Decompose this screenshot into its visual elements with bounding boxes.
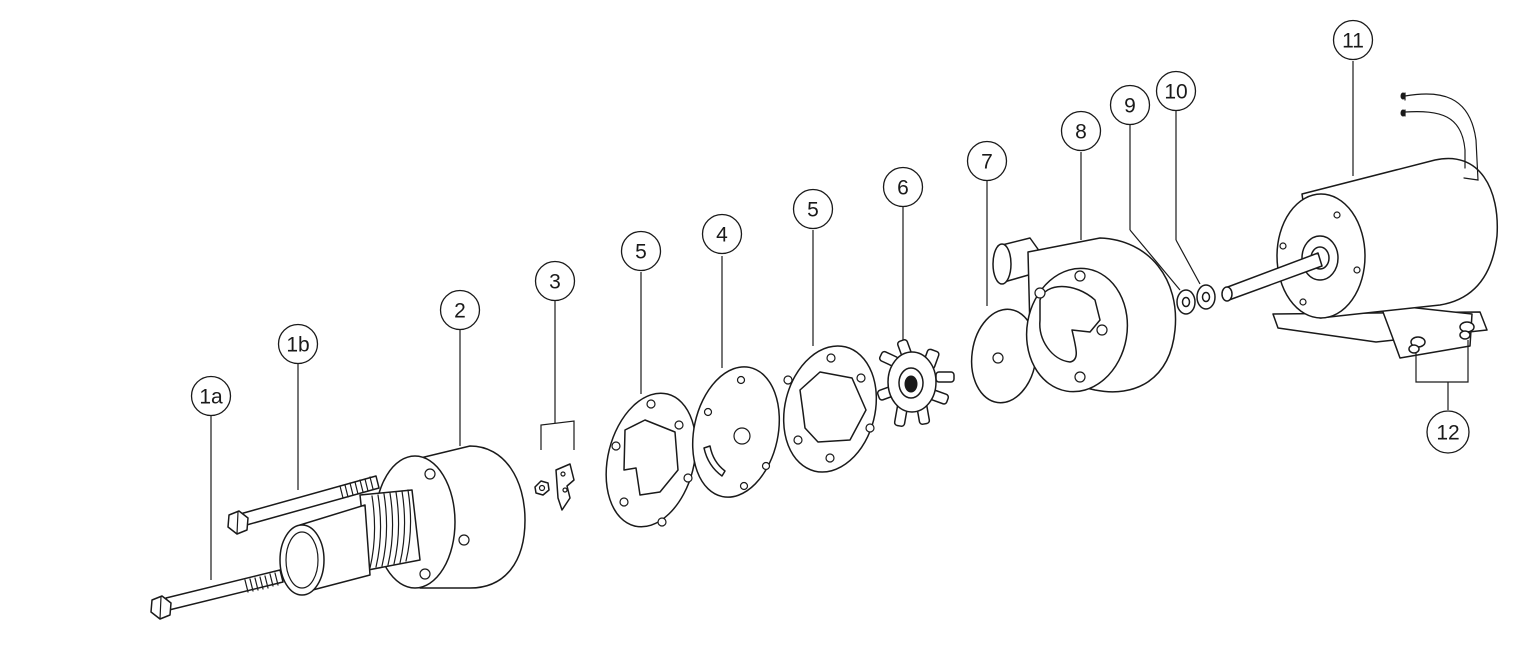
washer-10: [1196, 284, 1216, 310]
callout-1b-label: 1b: [286, 334, 309, 357]
callout-7-label: 7: [981, 151, 993, 174]
callout-5-left: 5: [620, 230, 662, 272]
callout-2: 2: [439, 289, 481, 331]
callout-5-right-label: 5: [807, 199, 819, 222]
callout-5-right: 5: [792, 188, 834, 230]
fastener-3: [534, 420, 575, 511]
impeller-6: [876, 338, 955, 427]
callout-5-left-label: 5: [635, 241, 647, 264]
callout-4-label: 4: [716, 224, 728, 247]
pump-head-2: [279, 445, 526, 596]
callout-3-label: 3: [549, 271, 561, 294]
callout-12: 12: [1426, 410, 1470, 454]
gasket-5-right: [782, 345, 878, 473]
callout-9-label: 9: [1124, 95, 1136, 118]
callout-8-label: 8: [1075, 121, 1087, 144]
callout-4: 4: [701, 213, 743, 255]
bolt-1a: [150, 569, 284, 620]
washer-9: [1176, 289, 1196, 315]
callout-10: 10: [1155, 70, 1197, 112]
callout-3: 3: [534, 260, 576, 302]
callout-10-label: 10: [1164, 81, 1187, 104]
leader-lines: [210, 61, 1469, 580]
callout-1a-label: 1a: [199, 386, 223, 409]
pump-body-8: [992, 237, 1177, 393]
callout-1a: 1a: [190, 375, 232, 417]
wear-plate-4: [691, 366, 781, 498]
callout-11: 11: [1332, 19, 1374, 61]
callout-11-label: 11: [1342, 30, 1364, 53]
callout-9: 9: [1109, 84, 1151, 126]
gasket-5-left: [605, 392, 697, 528]
callout-7: 7: [966, 140, 1008, 182]
callout-6-label: 6: [897, 177, 909, 200]
bolt-1b: [227, 475, 380, 535]
callout-2-label: 2: [454, 300, 466, 323]
callout-12-label: 12: [1436, 422, 1459, 445]
callout-8: 8: [1060, 110, 1102, 152]
motor-11: [1221, 92, 1499, 359]
callout-6: 6: [882, 166, 924, 208]
callout-1b: 1b: [277, 323, 319, 365]
